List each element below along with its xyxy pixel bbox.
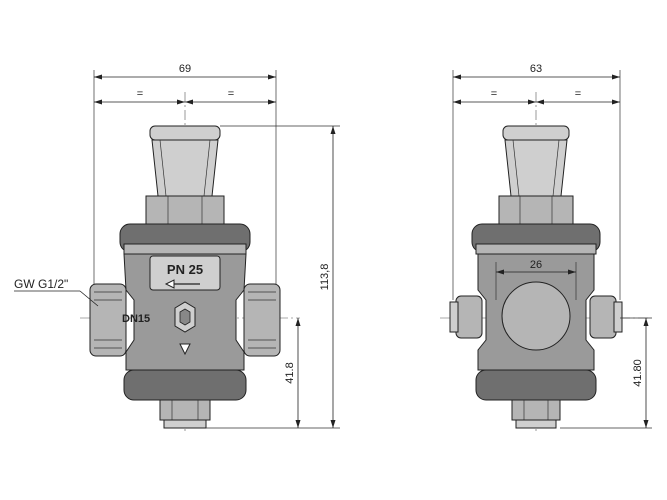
side-hex-nut (498, 195, 574, 225)
front-flange-lower (123, 243, 247, 255)
front-right-connection (243, 283, 281, 357)
front-label-plate (149, 255, 221, 291)
arrow (94, 74, 102, 80)
arrow (612, 99, 620, 105)
arrow (268, 99, 276, 105)
flow-arrow-icon (164, 279, 175, 289)
front-hex-nut (145, 195, 225, 225)
arrow (643, 318, 649, 326)
side-half-left-label: = (491, 88, 497, 100)
side-bottom-plug (511, 399, 561, 421)
arrow (453, 74, 461, 80)
side-bonnet-shade (512, 139, 520, 197)
arrow (330, 126, 336, 134)
front-axis-height-label: 41.8 (284, 362, 296, 383)
front-top-cap (149, 125, 221, 141)
arrow (330, 420, 336, 428)
gauge-port-plug-icon (179, 308, 191, 326)
arrow (295, 420, 301, 428)
side-view: 63 = = 26 (440, 63, 652, 432)
arrow (496, 269, 504, 275)
side-bottom-ring (475, 369, 597, 401)
arrow (528, 99, 536, 105)
logo-mark-icon (179, 343, 191, 356)
side-bottom-cap (515, 419, 557, 429)
front-height-label: 113,8 (319, 264, 331, 291)
front-bonnet (151, 139, 219, 197)
side-right-stub (589, 295, 617, 339)
side-right-stub-end (613, 301, 623, 333)
arrow (453, 99, 461, 105)
arrow (643, 420, 649, 428)
side-left-stub (455, 295, 483, 339)
side-inner-width-label: 26 (530, 259, 542, 271)
connection-leader (79, 290, 99, 307)
arrow (295, 318, 301, 326)
side-left-stub-end (449, 301, 459, 333)
front-bonnet-shade (203, 139, 211, 197)
arrow (185, 99, 193, 105)
side-bonnet-shade (552, 139, 560, 197)
side-width-label: 63 (530, 63, 542, 75)
side-half-right-label: = (575, 88, 581, 100)
side-bonnet (504, 139, 568, 197)
side-round-boss (501, 281, 571, 351)
side-axis-height-label: 41.80 (632, 359, 644, 387)
arrow (568, 269, 576, 275)
arrow (177, 99, 185, 105)
connection-thread-label: GW G1/2" (14, 277, 68, 291)
arrow (268, 74, 276, 80)
front-left-connection (89, 283, 127, 357)
front-view: 69 = = PN 25 (14, 63, 340, 432)
front-width-label: 69 (179, 63, 191, 75)
arrow (612, 74, 620, 80)
front-bottom-plug (159, 399, 211, 421)
side-top-cap (502, 125, 570, 141)
side-flange-lower (475, 243, 597, 255)
nominal-size-label: DN15 (122, 313, 150, 325)
front-half-left-label: = (137, 88, 143, 100)
arrow (536, 99, 544, 105)
front-half-right-label: = (228, 88, 234, 100)
front-bottom-cap (163, 419, 207, 429)
front-bonnet-shade (159, 139, 167, 197)
arrow (94, 99, 102, 105)
front-bottom-ring (123, 369, 247, 401)
pressure-rating-label: PN 25 (167, 262, 203, 277)
